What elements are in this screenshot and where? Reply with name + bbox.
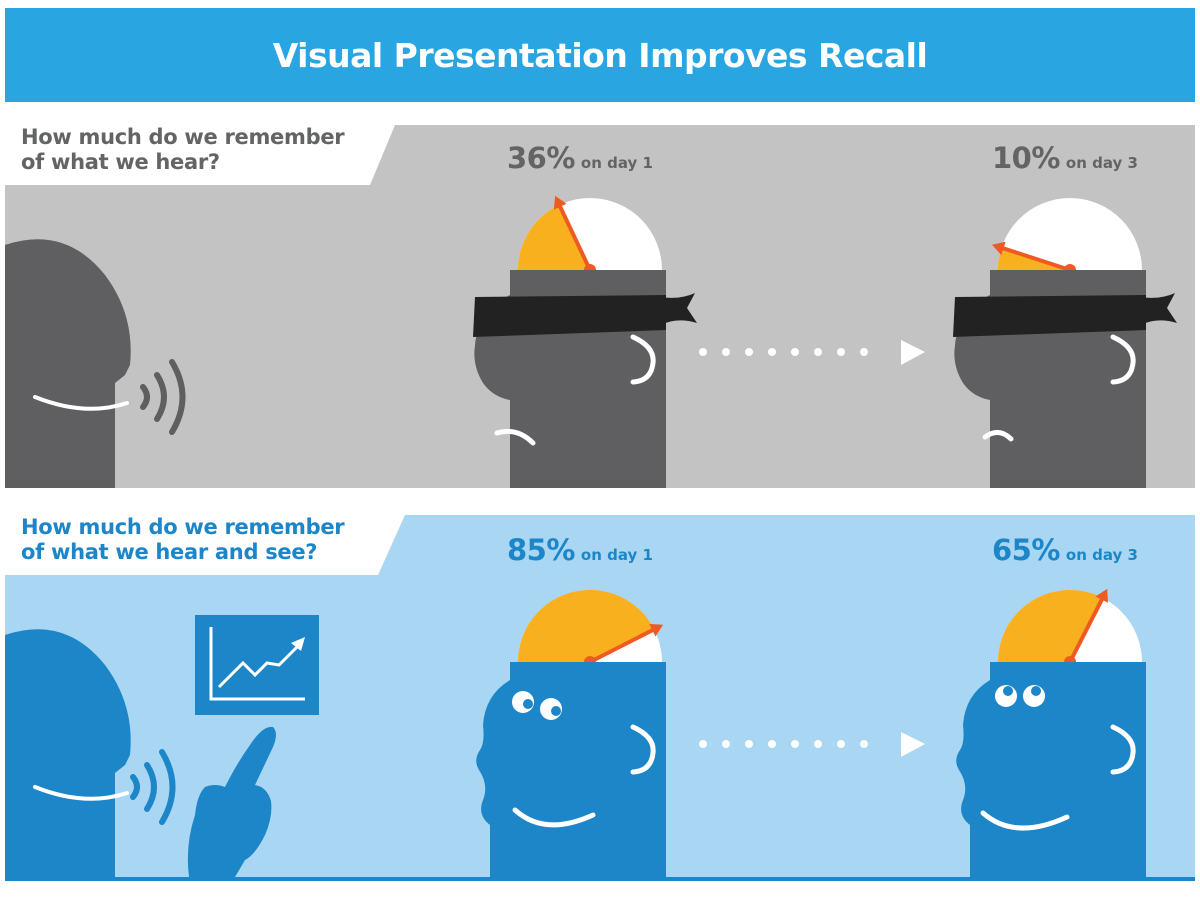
question-line: of what we hear and see?	[21, 540, 318, 564]
meter-needle	[555, 200, 592, 271]
meter-fill	[998, 589, 1103, 662]
question-tab	[5, 125, 395, 185]
stat-hear-day3: 10% on day 3	[992, 141, 1138, 175]
stat-day-label: on day 3	[1065, 154, 1138, 172]
question-line: How much do we remember	[21, 515, 345, 539]
stat-percent: 36%	[507, 141, 575, 175]
stat-hear-and-see-day3: 65% on day 3	[992, 533, 1138, 567]
question-hear: How much do we remember of what we hear?	[21, 125, 345, 175]
smile-mouth	[980, 810, 1070, 831]
page-title: Visual Presentation Improves Recall	[272, 35, 928, 75]
sound-waves-icon	[130, 749, 176, 825]
smile-mouth	[512, 807, 596, 828]
frown-mouth	[982, 430, 1014, 442]
blindfold-icon	[473, 293, 697, 337]
stat-day-label: on day 1	[580, 546, 653, 564]
hear-illustration	[5, 125, 1195, 488]
title-bar: Visual Presentation Improves Recall	[5, 8, 1195, 102]
head-day1	[476, 589, 666, 877]
bottom-rule	[5, 877, 1195, 881]
recall-meter-icon	[998, 588, 1142, 668]
question-line: of what we hear?	[21, 150, 220, 174]
meter-needle-head	[1095, 588, 1108, 603]
eyes-icon	[512, 691, 562, 720]
head-day3	[953, 198, 1177, 488]
eyes-icon	[995, 685, 1045, 707]
arrow-dots-icon	[699, 732, 925, 757]
meter-dome	[998, 198, 1142, 270]
stat-day-label: on day 3	[1065, 546, 1138, 564]
question-line: How much do we remember	[21, 125, 345, 149]
ear-icon	[630, 724, 656, 775]
meter-needle-head	[992, 241, 1006, 255]
ear-icon	[1110, 334, 1136, 385]
panel-hear-and-see: How much do we remember of what we hear …	[5, 515, 1195, 877]
hear-and-see-illustration	[5, 515, 1195, 877]
meter-fill	[518, 204, 590, 270]
speaker-head-icon	[5, 239, 131, 488]
stat-hear-day1: 36% on day 1	[507, 141, 653, 175]
head-day3	[956, 588, 1146, 877]
pointing-hand-icon	[187, 726, 276, 877]
meter-needle	[1068, 593, 1107, 663]
frown-mouth	[494, 428, 536, 446]
head-day1	[473, 195, 697, 488]
ear-icon	[1110, 724, 1136, 775]
stat-percent: 10%	[992, 141, 1060, 175]
question-hear-and-see: How much do we remember of what we hear …	[21, 515, 345, 565]
speaker-head-icon	[5, 629, 131, 877]
question-tab	[5, 515, 405, 575]
stat-hear-and-see-day1: 85% on day 1	[507, 533, 653, 567]
meter-needle	[589, 625, 659, 664]
meter-needle-head	[649, 624, 664, 637]
panel-hear: How much do we remember of what we hear?…	[5, 125, 1195, 488]
meter-needle	[997, 244, 1071, 272]
stat-day-label: on day 1	[580, 154, 653, 172]
meter-fill	[517, 589, 655, 662]
stat-percent: 85%	[507, 533, 575, 567]
sound-waves-icon	[140, 359, 186, 435]
stat-percent: 65%	[992, 533, 1060, 567]
ear-icon	[630, 334, 656, 385]
arrow-dots-icon	[699, 340, 925, 365]
meter-needle-head	[553, 195, 567, 210]
recall-meter-icon	[518, 195, 662, 276]
blindfold-icon	[953, 293, 1177, 337]
chart-icon	[195, 615, 319, 715]
